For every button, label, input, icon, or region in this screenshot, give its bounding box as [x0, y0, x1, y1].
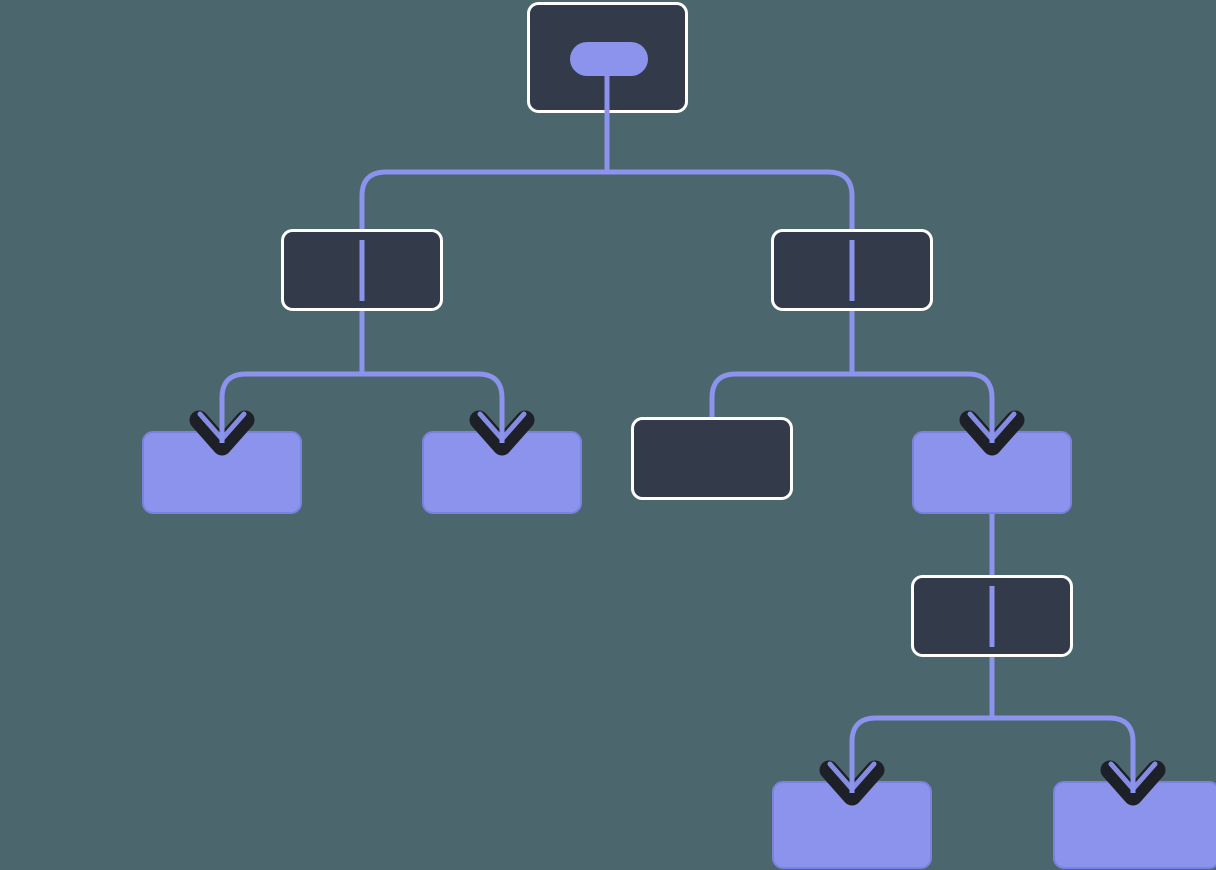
wing-leaf-5 — [1108, 761, 1158, 792]
arrowhead-icon-leaf-3 — [959, 410, 1025, 456]
arrowhead-icon-leaf-4 — [819, 760, 885, 806]
node-empty-dark-body[interactable] — [631, 417, 793, 500]
arrowhead-icon-leaf-5 — [1100, 760, 1166, 806]
edge-root-to-mid-right — [607, 169, 855, 240]
node-empty-dark[interactable] — [631, 417, 793, 500]
wing-leaf-4 — [827, 761, 877, 792]
arrowhead-icon-leaf-2 — [469, 410, 535, 456]
edge-root-to-mid-left — [359, 169, 607, 240]
edge-deep-node-to-leaf-5 — [992, 715, 1136, 795]
edge-mid-left-to-leaf-2 — [362, 371, 505, 445]
edge-mid-right-to-leaf-3 — [852, 371, 995, 445]
wing-leaf-3 — [967, 411, 1017, 442]
dark-node-layer — [281, 2, 1073, 657]
edge-mid-left-to-leaf-1 — [219, 371, 362, 445]
arrowhead-layer — [189, 410, 1166, 806]
wing-leaf-2 — [477, 411, 527, 442]
arrowhead-icon-leaf-1 — [189, 410, 255, 456]
arrow-wing-highlight-layer — [197, 411, 1158, 792]
edge-mid-right-to-empty-node — [709, 371, 852, 419]
root-pill-icon — [570, 42, 648, 76]
edge-deep-node-to-leaf-4 — [849, 715, 992, 795]
wing-leaf-1 — [197, 411, 247, 442]
node-root-accent — [570, 42, 648, 76]
purple-node-layer — [142, 431, 1216, 869]
